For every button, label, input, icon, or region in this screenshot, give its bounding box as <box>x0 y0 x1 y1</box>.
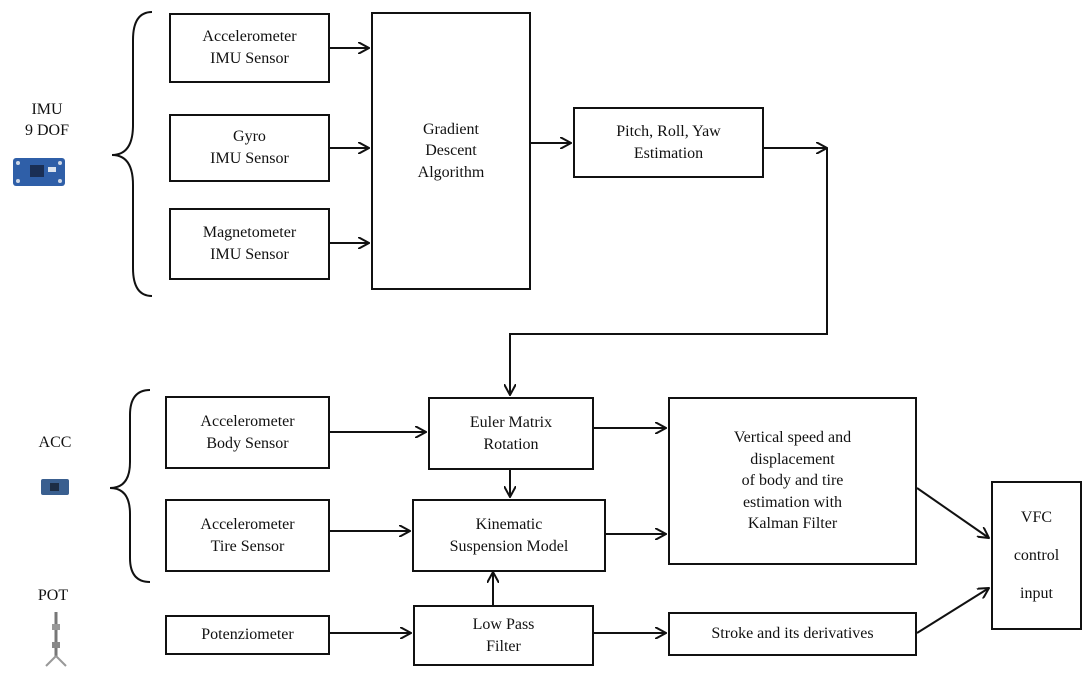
block-vertical-speed: Vertical speed and displacement of body … <box>668 397 917 565</box>
imu-brace <box>111 11 153 297</box>
block-pitch-roll-yaw: Pitch, Roll, Yaw Estimation <box>573 107 764 178</box>
block-euler-matrix-label: Euler Matrix Rotation <box>469 413 553 453</box>
acc-board-icon <box>40 478 70 496</box>
block-low-pass-filter: Low Pass Filter <box>413 605 594 666</box>
block-vertical-speed-label: Vertical speed and displacement of body … <box>733 429 852 533</box>
block-gradient-descent-label: Gradient Descent Algorithm <box>417 120 485 181</box>
acc-group-label: ACC <box>38 434 72 451</box>
block-accelerometer-body: Accelerometer Body Sensor <box>165 396 330 469</box>
block-kinematic-model: Kinematic Suspension Model <box>412 499 606 572</box>
block-accelerometer-body-label: Accelerometer Body Sensor <box>200 412 295 452</box>
imu-group-label: IMU 9 DOF <box>24 101 69 139</box>
block-gyro-imu: Gyro IMU Sensor <box>169 114 330 182</box>
block-stroke: Stroke and its derivatives <box>668 612 917 656</box>
arrow-stroke-to-vfc <box>916 588 989 634</box>
acc-brace <box>109 389 151 583</box>
pry-to-euler-path <box>510 148 828 395</box>
block-accelerometer-tire-label: Accelerometer Tire Sensor <box>200 515 295 555</box>
block-stroke-label: Stroke and its derivatives <box>711 625 874 643</box>
block-gradient-descent: Gradient Descent Algorithm <box>371 12 531 290</box>
block-low-pass-filter-label: Low Pass Filter <box>472 615 535 655</box>
block-kinematic-model-label: Kinematic Suspension Model <box>449 515 569 555</box>
imu-board-icon <box>10 155 68 189</box>
block-pitch-roll-yaw-label: Pitch, Roll, Yaw Estimation <box>616 122 721 162</box>
block-magnetometer-imu: Magnetometer IMU Sensor <box>169 208 330 280</box>
arrow-vertical-to-vfc <box>916 487 989 538</box>
block-vfc-input: VFC control input <box>991 481 1082 630</box>
block-gyro-imu-label: Gyro IMU Sensor <box>210 128 289 167</box>
block-accelerometer-imu: Accelerometer IMU Sensor <box>169 13 330 83</box>
block-potenziometer-label: Potenziometer <box>201 626 294 644</box>
block-euler-matrix: Euler Matrix Rotation <box>428 397 594 470</box>
pot-group-label: POT <box>37 587 69 604</box>
potentiometer-icon <box>44 612 68 668</box>
block-magnetometer-imu-label: Magnetometer IMU Sensor <box>202 224 297 263</box>
block-potenziometer: Potenziometer <box>165 615 330 655</box>
block-vfc-input-label: VFC control input <box>1013 508 1060 603</box>
block-accelerometer-tire: Accelerometer Tire Sensor <box>165 499 330 572</box>
block-accelerometer-imu-label: Accelerometer IMU Sensor <box>202 28 297 67</box>
